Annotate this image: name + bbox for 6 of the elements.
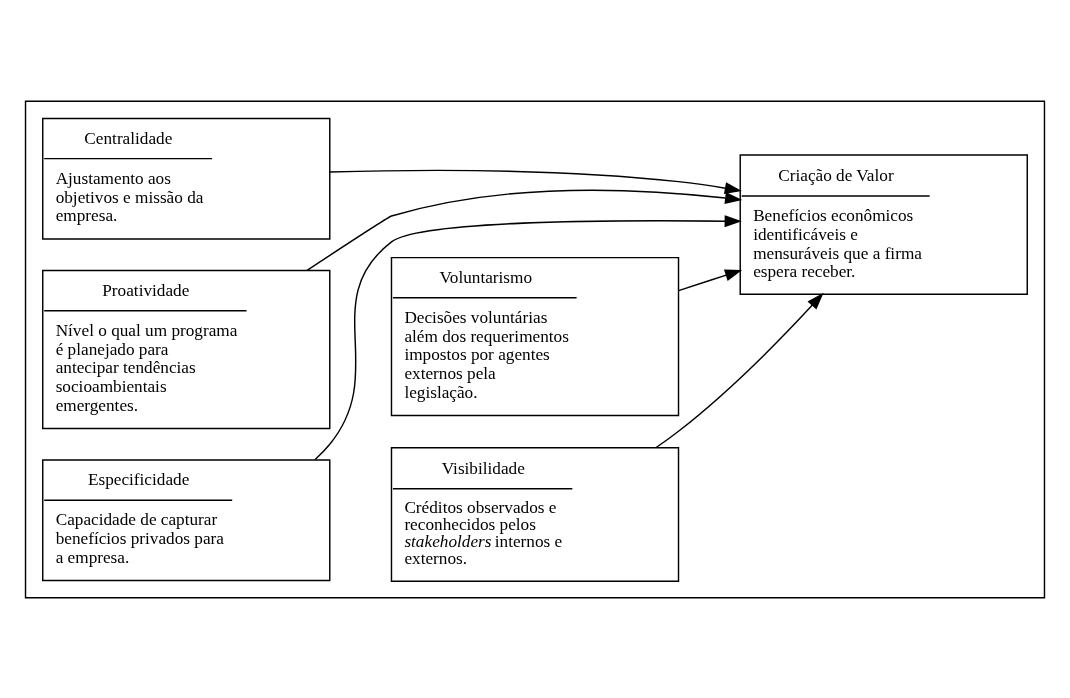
cluster bbox=[24, 100, 1046, 598]
arrow bbox=[314, 214, 742, 460]
arrow bbox=[329, 169, 742, 194]
arrow bbox=[306, 189, 743, 271]
arrow bbox=[655, 292, 824, 448]
arrow bbox=[677, 269, 743, 291]
